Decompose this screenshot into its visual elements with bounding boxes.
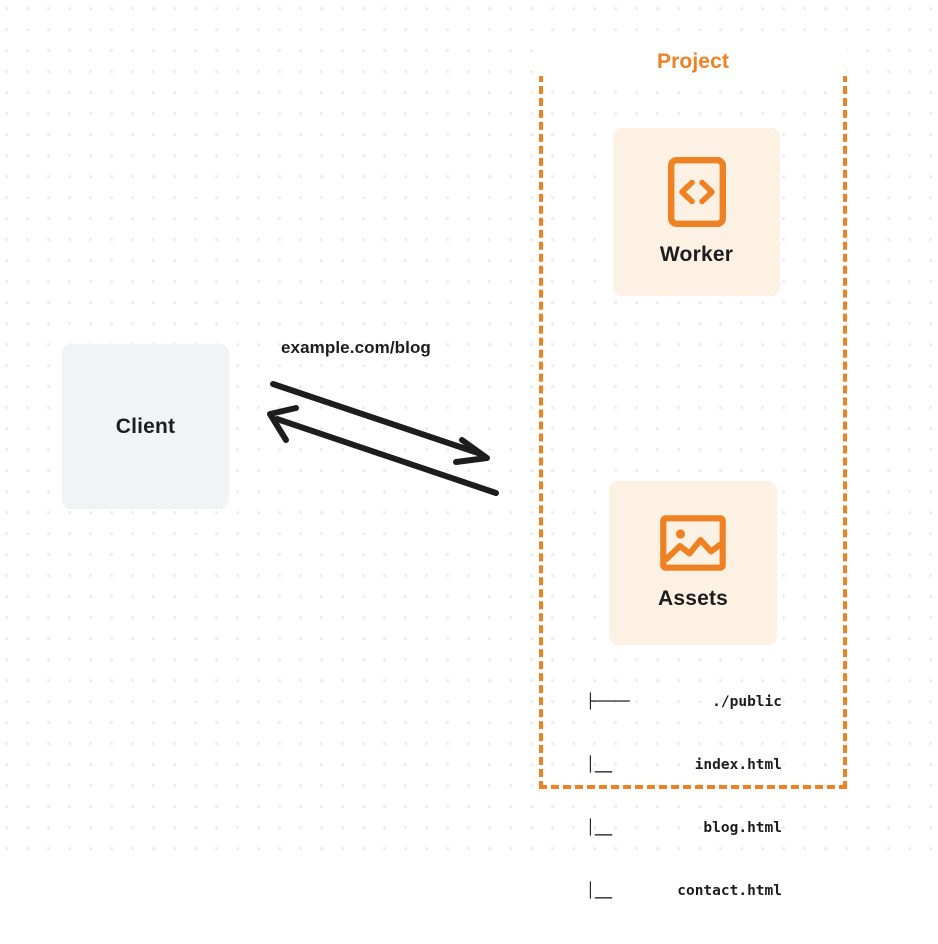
tree-entry-name: blog.html xyxy=(703,820,782,836)
tree-branch-glyph: │__ xyxy=(586,820,613,836)
assets-file-tree: ├──── ./public │__ index.html │__ blog.h… xyxy=(586,650,782,944)
diagram-canvas: Project Worker Assets ├──── ./public xyxy=(0,0,938,899)
assets-node[interactable]: Assets xyxy=(609,481,777,645)
tree-branch-glyph: │__ xyxy=(586,883,613,899)
client-node[interactable]: Client xyxy=(62,344,229,509)
code-brackets-icon xyxy=(667,157,726,227)
tree-branch-glyph: │__ xyxy=(586,757,613,773)
project-label-text: Project xyxy=(652,50,734,73)
tree-entry-name: ./public xyxy=(712,694,782,710)
file-tree-row: │__ contact.html xyxy=(586,881,782,902)
image-picture-icon xyxy=(660,515,726,571)
tree-entry-name: index.html xyxy=(694,757,782,773)
worker-node[interactable]: Worker xyxy=(613,128,780,296)
edge-url-label: example.com/blog xyxy=(281,338,431,357)
client-node-label: Client xyxy=(115,414,176,438)
tree-entry-name: contact.html xyxy=(677,883,782,899)
tree-branch-glyph: ├──── xyxy=(586,694,630,710)
request-arrow xyxy=(270,381,490,465)
file-tree-row: ├──── ./public xyxy=(586,692,782,713)
assets-node-label: Assets xyxy=(657,587,729,610)
file-tree-row: │__ index.html xyxy=(586,755,782,776)
file-tree-row: │__ blog.html xyxy=(586,818,782,839)
project-label: Project xyxy=(539,48,847,76)
response-arrow xyxy=(267,405,499,496)
worker-node-label: Worker xyxy=(659,243,734,266)
